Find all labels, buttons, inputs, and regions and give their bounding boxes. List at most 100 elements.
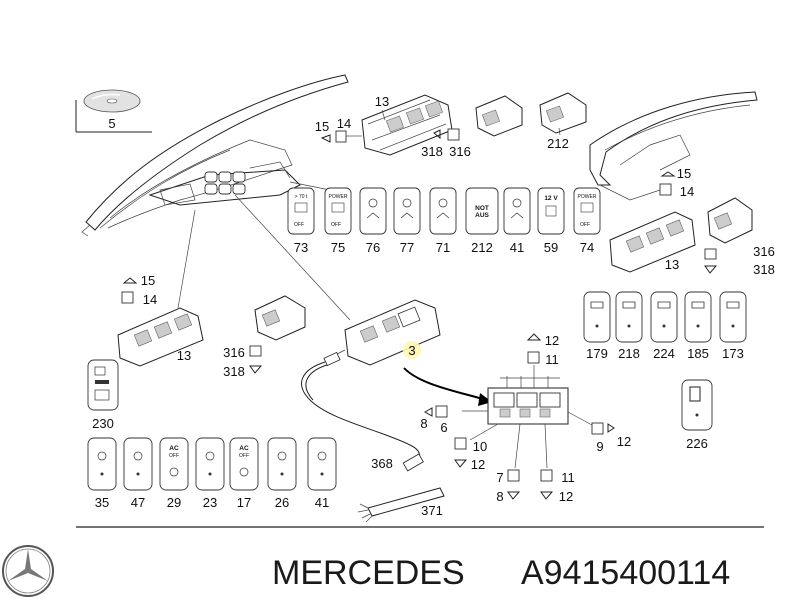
cd-icon — [75, 89, 152, 133]
label-41-bottom: 41 — [315, 495, 329, 510]
footer-part-number: A9415400114 — [521, 554, 730, 592]
clip-icon-top — [320, 130, 362, 143]
label-35-bottom: 35 — [95, 495, 109, 510]
switch-glyph-text: AC — [239, 445, 249, 452]
label-77-top: 77 — [400, 240, 414, 255]
switch-224-right — [650, 291, 678, 343]
label-59-top: 59 — [544, 240, 558, 255]
switch-module-mid — [249, 295, 306, 374]
pin-icon-7 — [507, 469, 521, 500]
dashboard-left — [81, 74, 349, 237]
pin-icon-12a — [526, 333, 542, 364]
switch-row-right: 179 218 224 185 173 — [583, 291, 747, 361]
switch-230 — [87, 359, 119, 411]
highlight-3 — [403, 341, 421, 359]
switch-glyph-text: OFF — [169, 453, 179, 459]
footer-brand: MERCEDES — [272, 554, 465, 592]
callout-10: 10 — [473, 439, 487, 454]
switch-panel-13-right — [609, 211, 696, 273]
switch-off-label: OFF — [294, 222, 304, 228]
switch-panel-13-left — [117, 307, 204, 367]
label-224-right: 224 — [653, 346, 675, 361]
switch-glyph-text: AUS — [475, 212, 489, 219]
switch-26-bottom — [267, 437, 297, 491]
switch-glyph-text: AC — [169, 445, 179, 452]
callout-8b: 8 — [496, 489, 503, 504]
label-71-top: 71 — [436, 240, 450, 255]
pin-icon-11b — [540, 469, 554, 500]
callout-11a: 11 — [545, 352, 559, 367]
switch-glyph-text: OFF — [239, 453, 249, 459]
connector-icon-top — [433, 128, 460, 141]
switch-glyph-text: POWER — [329, 194, 348, 200]
callout-12d: 12 — [617, 434, 631, 449]
callout-318-top: 318 — [421, 144, 443, 159]
switch-glyph-text: NOT — [475, 205, 489, 212]
callout-5: 5 — [108, 116, 115, 131]
callout-368: 368 — [371, 456, 393, 471]
switch-module-top — [475, 92, 587, 137]
label-47-bottom: 47 — [131, 495, 145, 510]
switch-35-bottom — [87, 437, 117, 491]
callout-318-right: 318 — [753, 262, 775, 277]
callout-9: 9 — [596, 439, 603, 454]
callout-316-top: 316 — [449, 144, 471, 159]
callout-12b: 12 — [471, 457, 485, 472]
label-185-right: 185 — [687, 346, 709, 361]
label-26-bottom: 26 — [275, 495, 289, 510]
label-218-right: 218 — [618, 346, 640, 361]
switch-77-top — [393, 187, 421, 235]
switch-218-right — [615, 291, 643, 343]
arrow-indicator — [403, 367, 487, 401]
clip-icon-right — [659, 171, 676, 196]
mercedes-star-logo — [2, 545, 54, 597]
callout-318-mid: 318 — [223, 364, 245, 379]
callout-316-mid: 316 — [223, 345, 245, 360]
callout-3: 3 — [408, 343, 415, 358]
pin-icon-9 — [591, 422, 615, 435]
switch-41-top — [503, 187, 531, 235]
label-173-right: 173 — [722, 346, 744, 361]
label-23-bottom: 23 — [203, 495, 217, 510]
label-75-top: 75 — [331, 240, 345, 255]
callout-212-top: 212 — [547, 136, 569, 151]
callout-15-left: 15 — [141, 273, 155, 288]
switch-226 — [681, 379, 713, 431]
switch-59-top: 12 V — [537, 187, 565, 235]
label-17-bottom: 17 — [237, 495, 251, 510]
callout-13-left: 13 — [177, 348, 191, 363]
callout-13-right: 13 — [665, 257, 679, 272]
label-226: 226 — [686, 436, 708, 451]
label-76-top: 76 — [366, 240, 380, 255]
callout-7: 7 — [496, 470, 503, 485]
switch-75-top: POWER OFF — [324, 187, 352, 235]
switch-glyph-text: POWER — [578, 194, 597, 200]
switch-off-label: OFF — [580, 222, 590, 228]
callout-371: 371 — [421, 503, 443, 518]
label-212-top: 212 — [471, 240, 493, 255]
callout-6: 6 — [440, 420, 447, 435]
switch-179-right — [583, 291, 611, 343]
dashboard-right — [589, 91, 758, 201]
label-41-top: 41 — [510, 240, 524, 255]
label-29-bottom: 29 — [167, 495, 181, 510]
callout-14-top: 14 — [337, 116, 351, 131]
switch-module-right — [704, 197, 753, 274]
switch-glyph-text: 12 V — [544, 195, 558, 202]
switch-74-top: POWER OFF — [573, 187, 601, 235]
switch-23-bottom — [195, 437, 225, 491]
switch-173-right — [719, 291, 747, 343]
callout-316-right: 316 — [753, 244, 775, 259]
callout-12c: 12 — [559, 489, 573, 504]
switch-off-label: OFF — [331, 222, 341, 228]
switch-glyph-text: > 70 t — [295, 194, 308, 200]
switch-185-right — [684, 291, 712, 343]
switch-76-top — [359, 187, 387, 235]
label-179-right: 179 — [586, 346, 608, 361]
switch-71-top — [429, 187, 457, 235]
